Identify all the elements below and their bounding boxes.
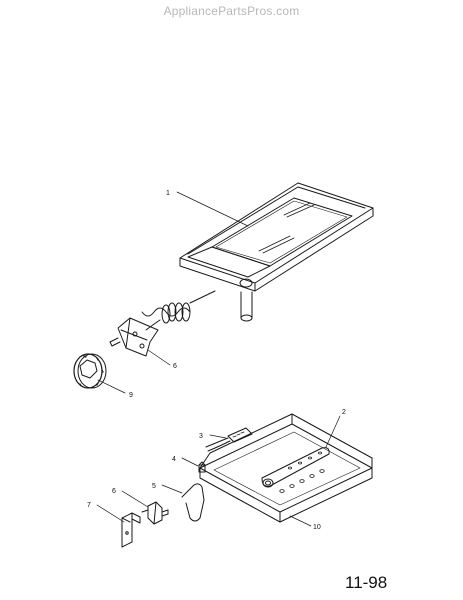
leader-line-6a bbox=[147, 349, 171, 366]
leader-line-10 bbox=[289, 515, 312, 527]
callout-3: 3 bbox=[199, 433, 203, 440]
watermark: AppliancePartsPros.com bbox=[163, 4, 300, 18]
callout-5: 5 bbox=[152, 483, 156, 490]
leader-line-7 bbox=[96, 504, 125, 523]
knob bbox=[73, 353, 107, 389]
valve-connector bbox=[141, 501, 169, 525]
burner-box bbox=[199, 413, 373, 523]
callout-7: 7 bbox=[87, 502, 91, 509]
leader-line-6b bbox=[121, 490, 149, 508]
callout-10: 10 bbox=[313, 524, 321, 531]
callout-4: 4 bbox=[172, 456, 176, 463]
callout-6-connector: 6 bbox=[112, 488, 116, 495]
page-code: 11-98 bbox=[345, 573, 388, 592]
callout-1: 1 bbox=[166, 190, 170, 197]
leader-line-5 bbox=[161, 484, 183, 494]
callout-6-thermostat: 6 bbox=[173, 363, 177, 370]
callout-9: 9 bbox=[129, 392, 133, 399]
griddle-plate bbox=[179, 182, 374, 322]
leader-line-1 bbox=[176, 191, 249, 227]
bracket bbox=[121, 512, 141, 548]
leader-line-4 bbox=[181, 457, 199, 467]
callout-2: 2 bbox=[342, 409, 346, 416]
leader-line-9 bbox=[97, 379, 126, 394]
leader-line-3 bbox=[209, 434, 227, 439]
igniter bbox=[205, 427, 253, 452]
leader-line-2 bbox=[325, 415, 341, 448]
orifice bbox=[198, 461, 206, 473]
burner bbox=[261, 447, 330, 493]
wire-clip bbox=[181, 483, 205, 522]
thermostat bbox=[109, 290, 216, 357]
